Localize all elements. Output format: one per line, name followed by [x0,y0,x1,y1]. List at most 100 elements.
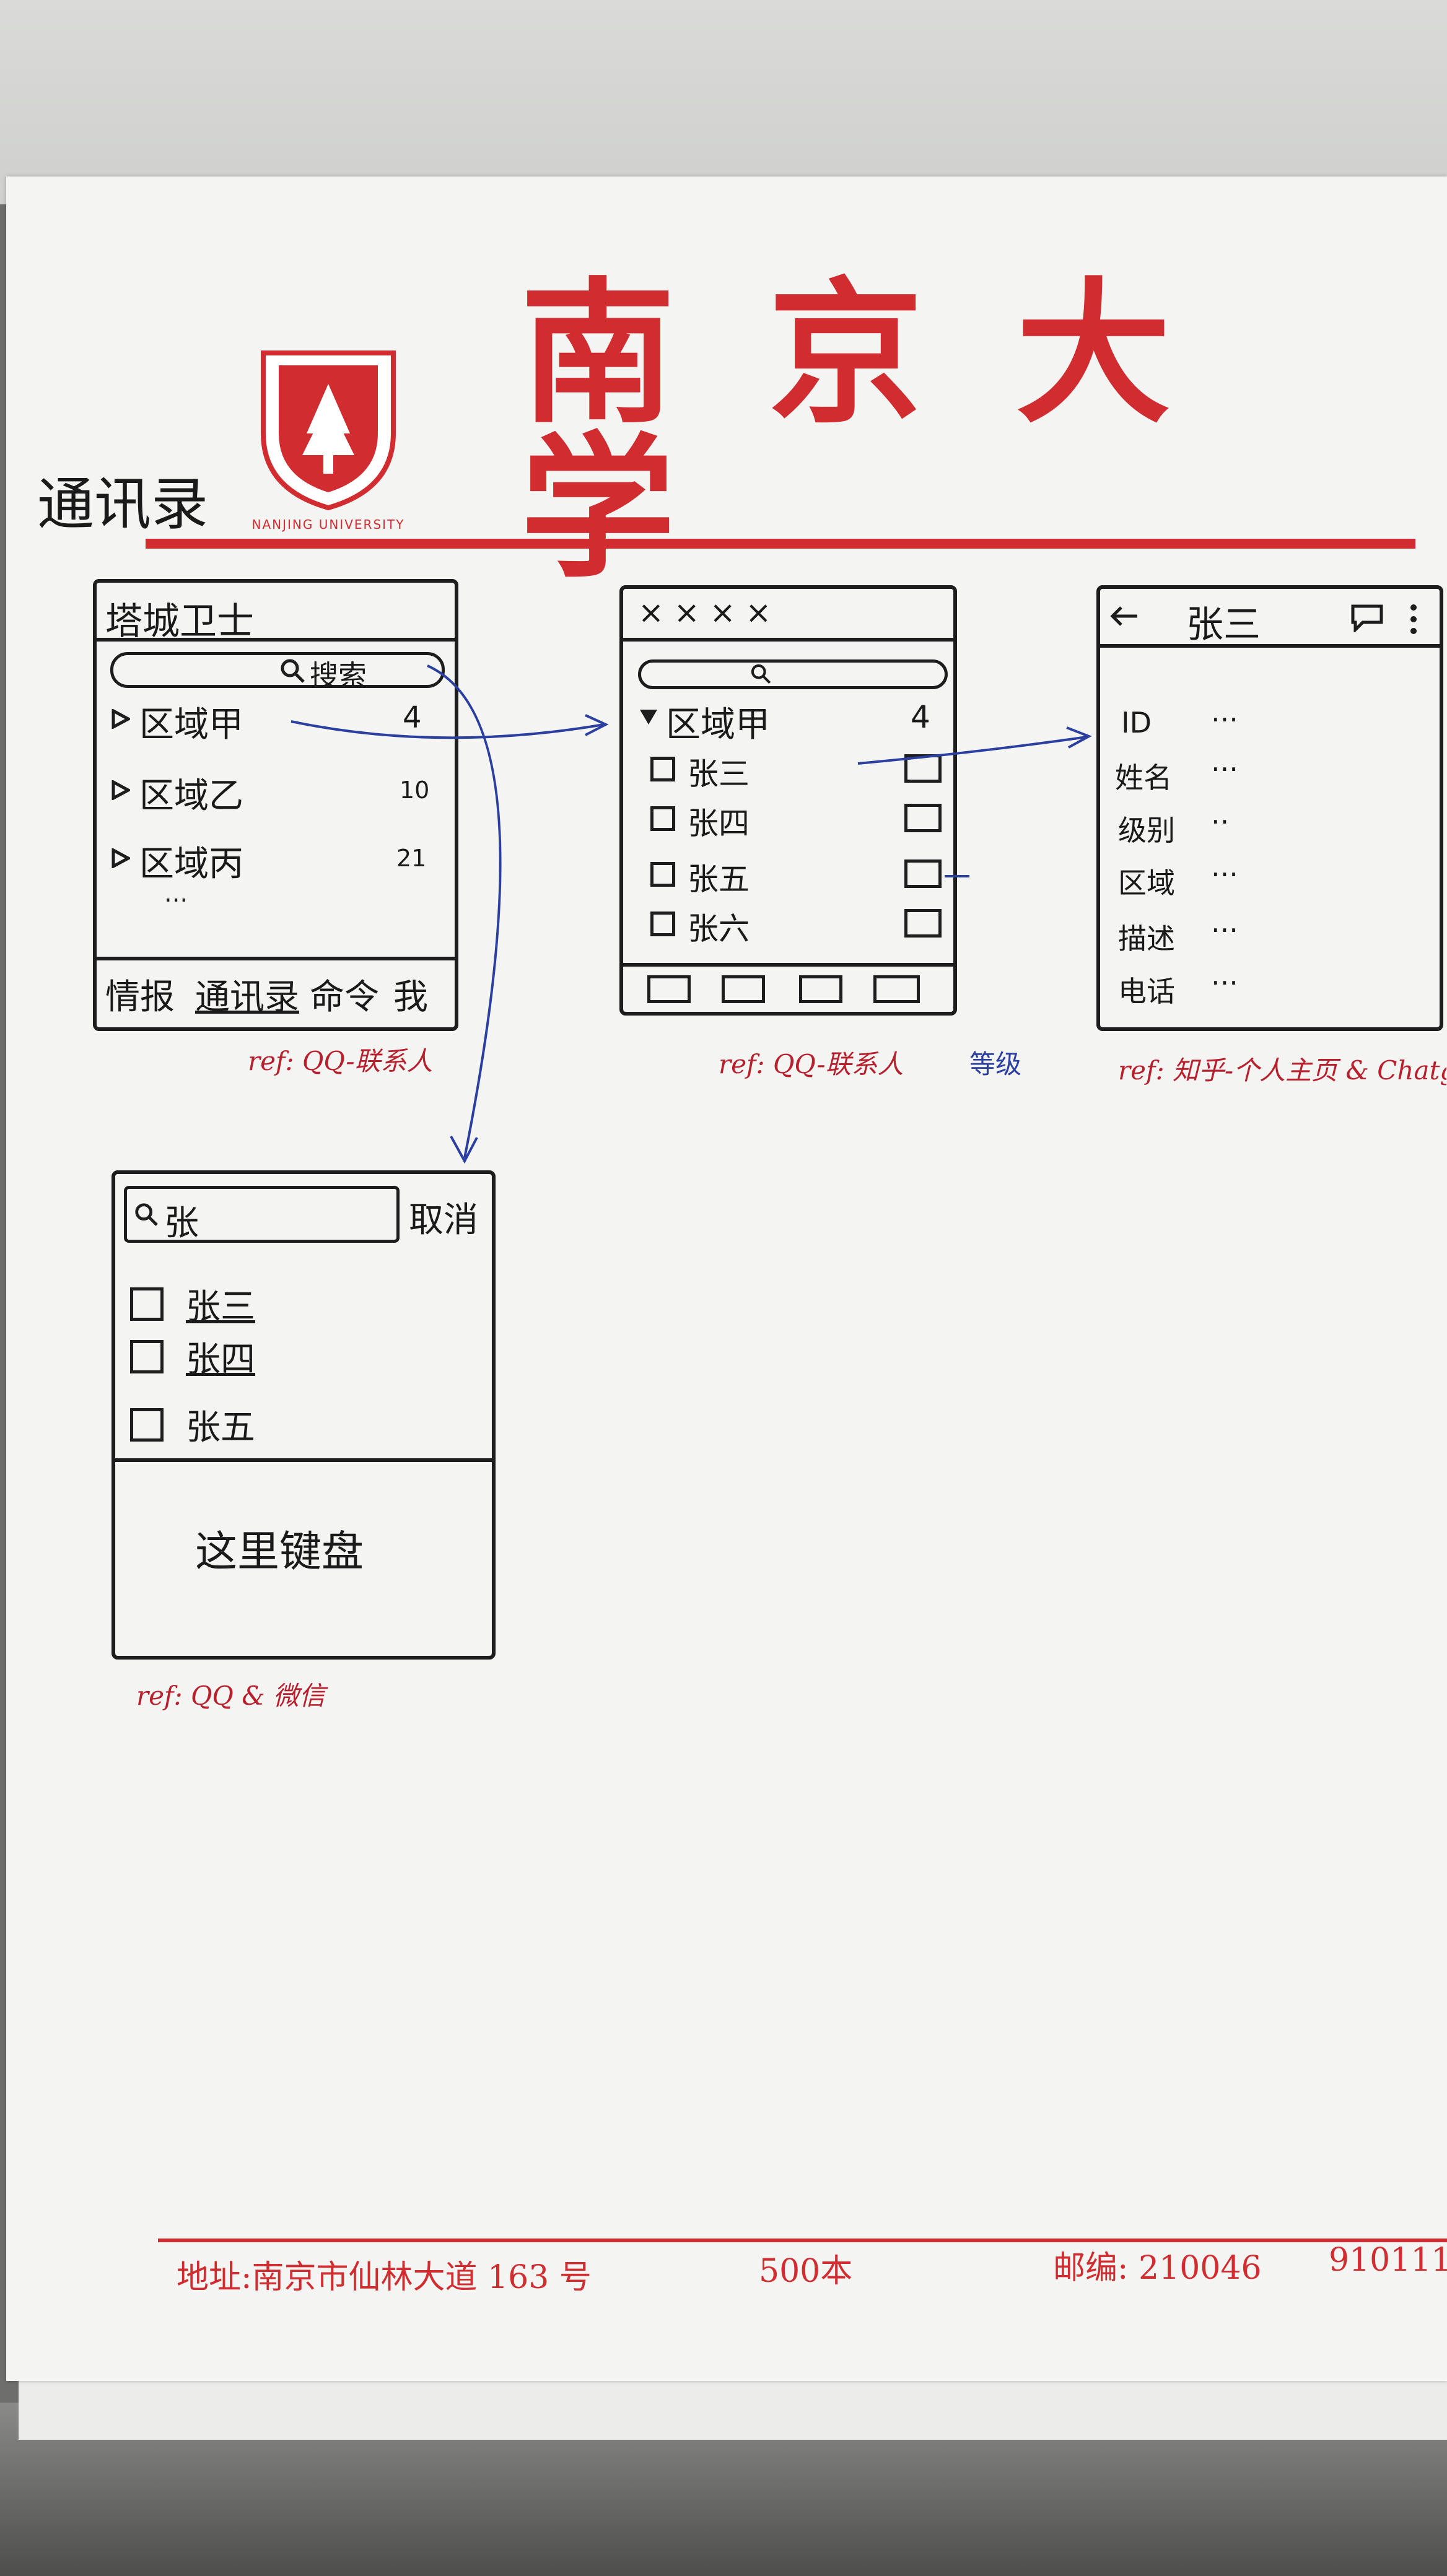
rank-badge-icon [904,804,942,832]
screen4-reference: ref: QQ & 微信 [136,1681,325,1711]
search-result-row[interactable]: 张五 [130,1399,440,1448]
checkbox-icon[interactable] [650,806,675,831]
screen2-toolbar-divider [619,963,957,967]
tab-commands[interactable]: 命令 [310,977,379,1017]
header-rule [146,539,1415,549]
profile-field-label: ID [1121,706,1152,739]
checkbox-icon[interactable] [130,1340,164,1373]
screen3-frame [1096,585,1443,1031]
university-name: 南京大学 [520,262,1264,599]
checkbox-icon[interactable] [650,862,675,887]
profile-field-value: ··· [1211,966,1238,999]
rank-badge-icon [904,859,942,888]
letterhead-sheet: NANJING UNIVERSITY 南京大学 通讯录 塔城卫士 搜索 区域甲 … [6,176,1447,2381]
triangle-right-icon [111,848,130,868]
screen2-search-bar[interactable] [638,659,948,689]
footer-code: 910111 [1329,2242,1447,2279]
profile-field-label: 级别 [1118,814,1175,847]
search-result-name: 张五 [186,1408,255,1448]
profile-field-value: ··· [1211,752,1238,786]
keyboard-placeholder[interactable]: 这里键盘 [195,1528,364,1577]
keyboard-divider [111,1458,496,1462]
arrow-to-search [427,664,502,1159]
profile-field-label: 电话 [1118,975,1175,1008]
screen3-title: 张三 [1186,603,1261,646]
profile-field-value: ··· [1211,703,1238,736]
profile-field-value: ··· [1211,858,1238,891]
search-result-row[interactable]: 张三 [130,1279,440,1327]
screen4-search-value: 张 [164,1203,199,1243]
screen2-member-row[interactable]: 张四 [650,799,954,842]
screen2-title: × × × × [638,594,772,630]
checkbox-icon[interactable] [130,1408,164,1442]
toolbar-button-icon[interactable] [722,975,765,1003]
footer-copies: 500本 [759,2253,853,2290]
screen1-list-item[interactable]: 区域乙 10 [111,768,434,816]
footer-address: 地址:南京市仙林大道 163 号 [177,2259,592,2296]
chat-bubble-icon[interactable] [1350,604,1384,632]
checkbox-icon[interactable] [650,757,675,781]
profile-field-label: 姓名 [1115,761,1172,794]
screen2-rank-annotation: 等级 [969,1049,1022,1079]
screen1-reference: ref: QQ-联系人 [248,1046,433,1076]
screen2-member-name: 张三 [688,756,750,792]
footer-postcode: 邮编: 210046 [1053,2250,1262,2287]
toolbar-button-icon[interactable] [799,975,842,1003]
cancel-button[interactable]: 取消 [409,1200,478,1240]
screen2-reference: ref: QQ-联系人 [719,1049,904,1079]
screen1-more-ellipsis: ... [164,879,188,908]
screen2-member-row[interactable]: 张五 [650,855,954,897]
back-arrow-icon[interactable] [1109,604,1140,629]
arrow-to-profile [857,736,1088,765]
screen2-frame [619,585,957,1016]
search-icon [135,1203,158,1226]
triangle-right-icon [111,780,130,800]
search-result-name: 张四 [186,1339,255,1380]
screen3-reference: ref: 知乎-个人主页 & Chatgram [1118,1055,1446,1086]
screen1-item-count: 4 [403,700,422,735]
screen1-item-label: 区域甲 [139,705,243,745]
profile-field-value: ·· [1211,805,1230,838]
screen2-member-name: 张四 [688,806,750,842]
screen1-item-label: 区域乙 [139,776,243,816]
university-logo [261,350,396,511]
screen1-title: 塔城卫士 [105,600,254,643]
search-icon [281,659,305,683]
tab-me[interactable]: 我 [393,977,428,1017]
screen1-search-bar[interactable] [110,652,445,688]
profile-field-value: ··· [1211,913,1238,947]
screen1-list-item[interactable]: 区域丙 21 [111,836,434,884]
toolbar-button-icon[interactable] [647,975,691,1003]
tab-contacts[interactable]: 通讯录 [195,977,299,1017]
screen1-header-divider [93,638,458,642]
screen4-frame [111,1170,496,1660]
screen1-frame [93,579,458,1031]
search-result-name: 张三 [186,1287,255,1327]
screen2-group-row[interactable]: 区域甲 4 [638,697,948,745]
search-result-row[interactable]: 张四 [130,1331,440,1380]
screen2-member-name: 张五 [688,861,750,897]
screen1-search-label: 搜索 [310,659,367,692]
page-title: 通讯录 [37,471,209,537]
more-vertical-icon[interactable] [1407,603,1420,636]
flow-arrows [291,664,1092,1164]
screen1-item-count: 10 [400,777,430,804]
tab-intelligence[interactable]: 情报 [105,977,175,1017]
screen2-group-label: 区域甲 [666,705,770,745]
footer-rule [158,2239,1447,2242]
profile-field-label: 区域 [1118,866,1175,900]
screen1-list-item[interactable]: 区域甲 4 [111,697,434,745]
rank-badge-icon [904,909,942,938]
screen4-search-input[interactable] [124,1186,400,1243]
screen1-item-label: 区域丙 [139,844,243,884]
toolbar-button-icon[interactable] [873,975,920,1003]
checkbox-icon[interactable] [130,1287,164,1321]
screen2-member-row[interactable]: 张三 [650,749,954,792]
checkbox-icon[interactable] [650,912,675,936]
triangle-down-icon [640,710,657,724]
screen2-header-divider [619,638,957,642]
screen1-item-count: 21 [396,845,427,872]
arrow-to-group [291,720,605,739]
screen2-group-count: 4 [911,699,930,735]
screen2-member-row[interactable]: 张六 [650,904,954,947]
